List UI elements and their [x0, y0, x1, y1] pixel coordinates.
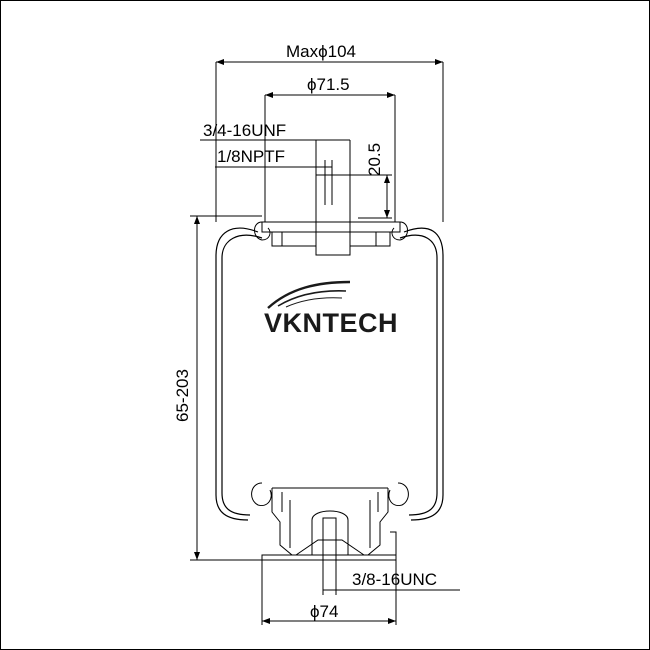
- top-mount: [254, 174, 408, 256]
- top-plate-left-web: [271, 232, 316, 247]
- top-plate-right-web: [350, 232, 391, 247]
- bellow-outer-left: [215, 227, 259, 521]
- logo-swoosh-3: [285, 297, 343, 308]
- bellow-inner-left: [221, 234, 263, 516]
- logo-mark: [267, 280, 351, 309]
- bottom-piston: [251, 482, 409, 561]
- bellow: [215, 227, 444, 521]
- air-port-label: 1/8NPTF: [217, 147, 286, 166]
- stud-height-label: 20.5: [365, 142, 384, 176]
- height-range-label: 65-203: [173, 369, 192, 422]
- piston-body: [271, 488, 389, 556]
- bottom-boss: [311, 510, 349, 555]
- brand-logo: VKNTECH: [264, 308, 398, 339]
- bottom-thread-bore: [322, 517, 337, 561]
- base-plate-tab: [390, 531, 397, 555]
- logo-swoosh-1: [267, 280, 351, 309]
- top-stud: [315, 174, 351, 256]
- bottom-boss-flare: [295, 539, 365, 556]
- max-diameter-label: Maxϕ104: [286, 42, 357, 61]
- logo-swoosh-2: [277, 290, 347, 307]
- top-plate: [261, 221, 401, 233]
- base-plate: [261, 554, 397, 561]
- bottom-thread-label: 3/8-16UNC: [352, 570, 438, 589]
- top-thread-label: 3/4-16UNF: [203, 121, 287, 140]
- logo-text: KNTECH: [282, 308, 399, 338]
- bottom-bead-right: [388, 482, 409, 507]
- bellow-outer-right: [403, 227, 444, 521]
- bellow-inner-right: [399, 234, 438, 516]
- logo-mark-letter: V: [264, 308, 283, 338]
- dimension-arrows: [194, 59, 443, 624]
- bottom-diameter-label: ϕ74: [310, 602, 339, 621]
- top-bead-left: [254, 221, 271, 241]
- top-plate-diameter-label: ϕ71.5: [307, 75, 350, 94]
- bottom-bead-left: [251, 482, 272, 507]
- top-bead-right: [391, 221, 408, 241]
